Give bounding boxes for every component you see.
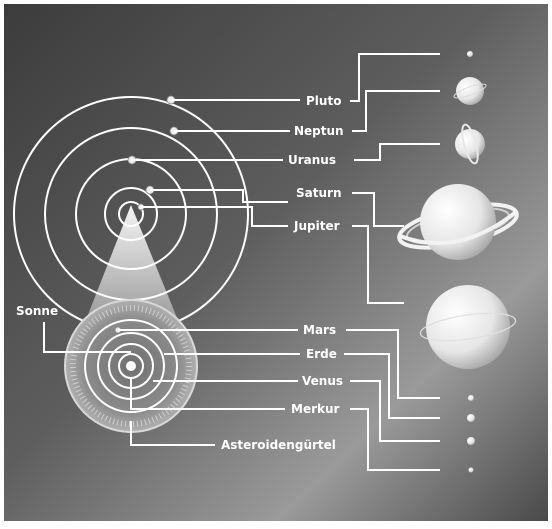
merkur-planet [469,468,474,473]
label-jupiter: Jupiter [293,219,340,233]
sun-dot [126,361,136,371]
inner-system [65,300,197,432]
label-merkur: Merkur [291,402,340,416]
label-asteroidenguertel: Asteroidengürtel [221,438,336,452]
label-pluto: Pluto [306,94,341,108]
label-uranus: Uranus [288,153,336,167]
venus-planet [467,437,475,445]
mars-planet [468,395,474,401]
erde-planet [467,414,475,422]
label-venus: Venus [302,374,343,388]
label-erde: Erde [306,347,337,361]
label-neptun: Neptun [294,124,344,138]
pluto-planet [467,51,473,57]
label-sonne: Sonne [16,304,58,318]
label-mars: Mars [303,323,336,337]
label-saturn: Saturn [296,186,341,200]
